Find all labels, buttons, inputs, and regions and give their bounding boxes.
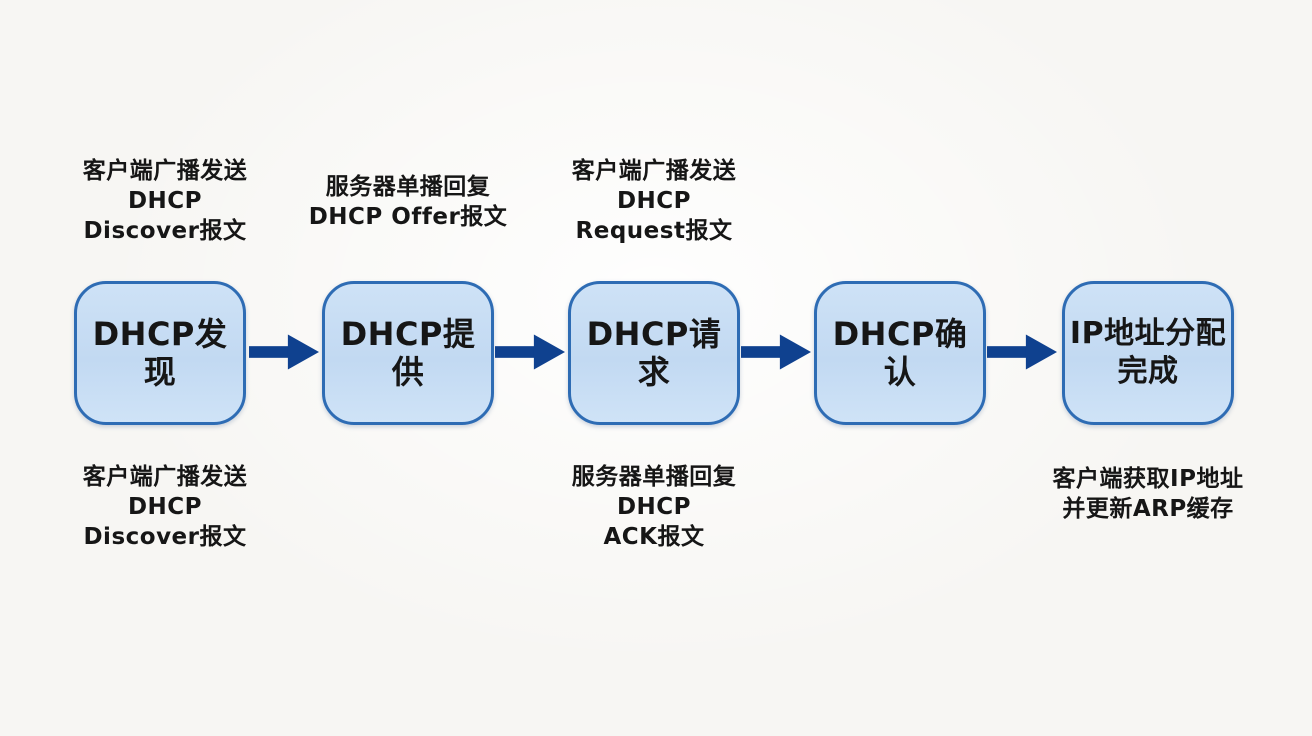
step-label: IP地址分配 完成 (1069, 316, 1227, 389)
note-above-dhcp-offer: 服务器单播回复 DHCP Offer报文 (308, 174, 508, 230)
note-below-dhcp-discover: 客户端广播发送 DHCP Discover报文 (82, 464, 248, 550)
step-label: DHCP发现 (92, 315, 228, 391)
note-above-dhcp-discover: 客户端广播发送 DHCP Discover报文 (82, 158, 248, 244)
step-box-dhcp-ack: DHCP确认 (814, 281, 986, 425)
step-box-dhcp-offer: DHCP提供 (322, 281, 494, 425)
step-box-ip-assigned: IP地址分配 完成 (1062, 281, 1234, 425)
note-above-dhcp-request: 客户端广播发送 DHCP Request报文 (571, 158, 737, 244)
step-label: DHCP请求 (586, 315, 722, 391)
right-arrow-icon (249, 334, 319, 370)
step-label: DHCP确认 (832, 315, 968, 391)
note-below-ip-assigned: 客户端获取IP地址 并更新ARP缓存 (1052, 466, 1244, 522)
step-box-dhcp-request: DHCP请求 (568, 281, 740, 425)
right-arrow-icon (987, 334, 1057, 370)
step-label: DHCP提供 (340, 315, 476, 391)
right-arrow-icon (495, 334, 565, 370)
note-below-dhcp-request: 服务器单播回复 DHCP ACK报文 (571, 464, 737, 550)
step-box-dhcp-discover: DHCP发现 (74, 281, 246, 425)
right-arrow-icon (741, 334, 811, 370)
